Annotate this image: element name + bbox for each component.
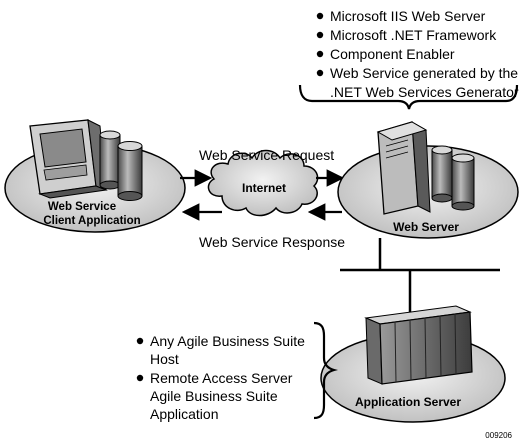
feature-iis: Microsoft IIS Web Server: [330, 8, 486, 24]
app-server-bracket: [313, 321, 338, 420]
web-server-feature-list: Microsoft IIS Web Server Microsoft .NET …: [316, 8, 519, 100]
client-node: Web Service Client Application: [4, 119, 186, 233]
web-server-label: Web Server: [393, 220, 459, 234]
internet-label: Internet: [242, 181, 286, 195]
mainframe-icon: [364, 305, 473, 385]
app-server-feature-list: Any Agile Business Suite Host Remote Acc…: [136, 333, 305, 422]
web-server-database-icon: [431, 145, 475, 211]
feature-web-service-generated: Web Service generated by the: [330, 65, 518, 81]
feature-remote-access-line2: Agile Business Suite: [150, 388, 278, 404]
server-tower-icon: [376, 121, 431, 215]
feature-any-abs-host-line2: Host: [150, 351, 179, 367]
computer-icon: [29, 119, 108, 199]
feature-any-abs-host-line1: Any Agile Business Suite: [150, 333, 305, 349]
feature-component-enabler: Component Enabler: [330, 46, 455, 62]
web-server-node: Web Server: [337, 121, 519, 239]
response-label: Web Service Response: [199, 234, 345, 250]
client-database-icon: [99, 130, 143, 201]
feature-remote-access-line3: Application: [150, 406, 219, 422]
network-bus: [340, 238, 500, 320]
feature-remote-access-line1: Remote Access Server: [150, 370, 293, 386]
figure-id: 009206: [485, 431, 512, 440]
feature-web-services-generator: .NET Web Services Generator: [330, 84, 519, 100]
client-label-line2: Client Application: [43, 215, 140, 227]
web-server-bracket: [298, 84, 519, 110]
app-server-label: Application Server: [355, 395, 461, 409]
feature-dotnet: Microsoft .NET Framework: [330, 27, 497, 43]
internet-cloud: Internet: [207, 149, 319, 217]
application-server-node: Application Server: [320, 305, 506, 423]
client-label-line1: Web Service: [48, 201, 116, 213]
request-label: Web Service Request: [199, 147, 334, 163]
